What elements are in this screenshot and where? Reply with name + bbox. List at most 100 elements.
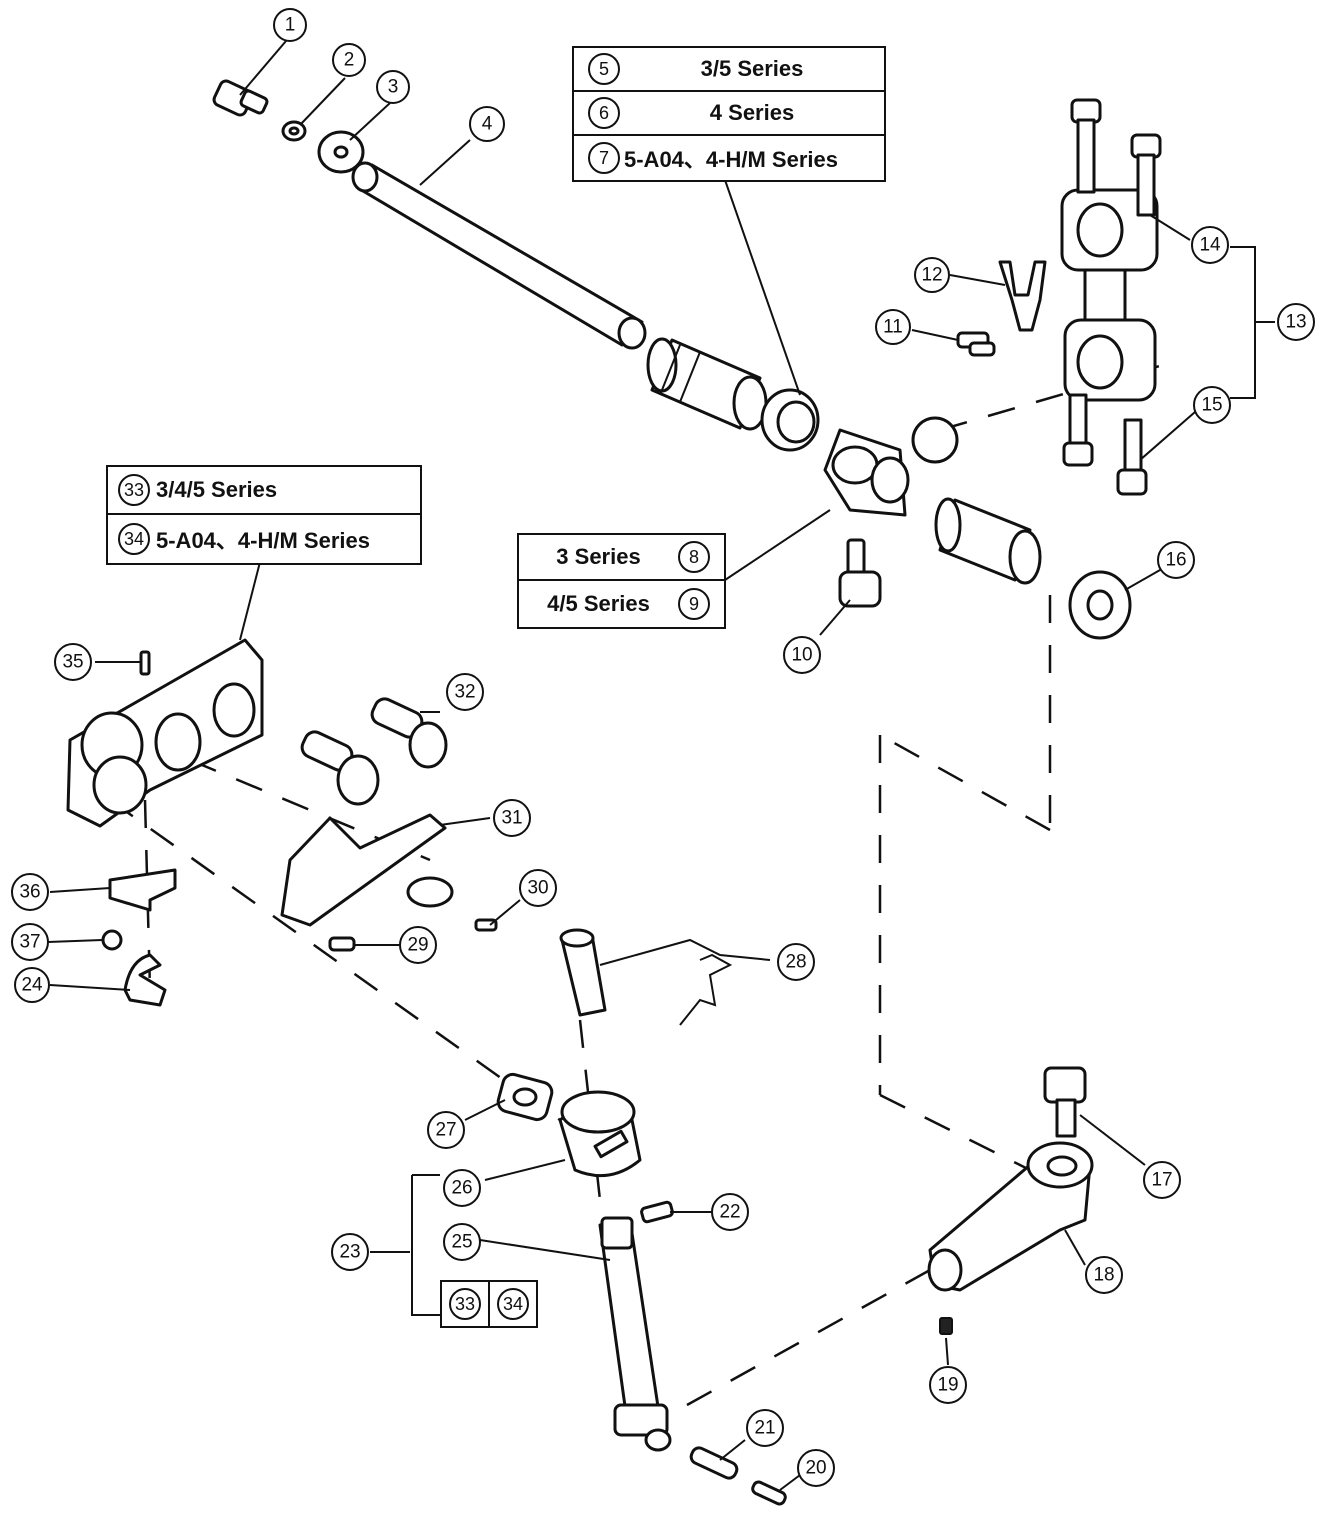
callout-37: 37 bbox=[11, 923, 49, 961]
table-row: 3 Series 8 bbox=[519, 535, 724, 581]
series-table-33-34: 33 3/4/5 Series 34 5-A04、4-H/M Series bbox=[106, 465, 422, 565]
table-row: 7 5-A04、4-H/M Series bbox=[574, 136, 884, 180]
callout-31: 31 bbox=[493, 799, 531, 837]
leader-lines bbox=[47, 40, 1275, 1491]
svg-text:27: 27 bbox=[435, 1120, 456, 1141]
series-table-8-9: 3 Series 8 4/5 Series 9 bbox=[517, 533, 726, 629]
svg-text:4: 4 bbox=[482, 114, 493, 135]
callout-11: 11 bbox=[875, 309, 911, 345]
svg-text:30: 30 bbox=[527, 878, 548, 899]
callout-19: 19 bbox=[929, 1366, 967, 1404]
svg-text:17: 17 bbox=[1151, 1170, 1172, 1191]
callout-15: 15 bbox=[1193, 386, 1231, 424]
washer-part-2 bbox=[281, 120, 307, 142]
callout-36: 36 bbox=[11, 873, 49, 911]
svg-text:25: 25 bbox=[451, 1232, 472, 1253]
screw-part-29 bbox=[328, 936, 356, 952]
rod-upper bbox=[559, 928, 607, 1017]
callout-13: 13 bbox=[1277, 303, 1315, 341]
svg-text:19: 19 bbox=[937, 1375, 958, 1396]
bolts-part-15 bbox=[1062, 393, 1148, 496]
spring-part-28 bbox=[679, 953, 733, 1026]
screw-part-10 bbox=[838, 538, 882, 608]
callout-18: 18 bbox=[1085, 1256, 1123, 1294]
bolt-part-1 bbox=[212, 79, 269, 117]
screw-part-22 bbox=[640, 1200, 674, 1224]
table-row: 5 3/5 Series bbox=[574, 48, 884, 92]
callout-4: 4 bbox=[469, 106, 505, 142]
callout-3: 3 bbox=[376, 70, 410, 104]
collar-part-26 bbox=[558, 1090, 642, 1178]
pin-part-21 bbox=[689, 1446, 739, 1480]
svg-text:15: 15 bbox=[1201, 395, 1222, 416]
svg-text:20: 20 bbox=[805, 1458, 826, 1479]
callout-30: 30 bbox=[519, 869, 557, 907]
callout-1: 1 bbox=[273, 8, 307, 42]
table-row: 33 3/4/5 Series bbox=[108, 467, 420, 515]
svg-text:21: 21 bbox=[754, 1418, 775, 1439]
svg-text:32: 32 bbox=[454, 682, 475, 703]
bolt-part-17 bbox=[1043, 1066, 1087, 1138]
callout-10: 10 bbox=[783, 636, 821, 674]
table-row: 34 5-A04、4-H/M Series bbox=[108, 515, 420, 563]
washer-part-27 bbox=[496, 1072, 554, 1122]
group-23-variant-box: 33 34 bbox=[440, 1280, 538, 1328]
callout-29: 29 bbox=[399, 926, 437, 964]
svg-text:12: 12 bbox=[921, 265, 942, 286]
callout-24: 24 bbox=[14, 967, 50, 1003]
svg-text:10: 10 bbox=[791, 645, 812, 666]
callout-25: 25 bbox=[443, 1223, 481, 1261]
screw-part-37 bbox=[101, 929, 123, 951]
pin-part-35 bbox=[139, 650, 151, 676]
svg-text:35: 35 bbox=[62, 652, 83, 673]
svg-text:36: 36 bbox=[19, 882, 40, 903]
svg-text:37: 37 bbox=[19, 932, 40, 953]
bolts-part-14 bbox=[1070, 98, 1162, 217]
callout-22: 22 bbox=[711, 1193, 749, 1231]
table-row: 4/5 Series 9 bbox=[519, 581, 724, 627]
fork-part-12 bbox=[998, 260, 1047, 332]
svg-text:26: 26 bbox=[451, 1178, 472, 1199]
callout-26: 26 bbox=[443, 1169, 481, 1207]
callout-17: 17 bbox=[1143, 1161, 1181, 1199]
table-row: 6 4 Series bbox=[574, 92, 884, 136]
set-screw-part-19 bbox=[939, 1317, 953, 1335]
callout-35: 35 bbox=[54, 643, 92, 681]
callout-16: 16 bbox=[1157, 541, 1195, 579]
svg-text:13: 13 bbox=[1285, 312, 1306, 333]
shaft-part-4 bbox=[351, 161, 647, 350]
coupling-sleeve bbox=[646, 337, 768, 431]
rod-part-25 bbox=[598, 1216, 672, 1452]
arm-part-18 bbox=[927, 1141, 1094, 1292]
bushing-part-5-6-7 bbox=[760, 388, 820, 452]
svg-text:24: 24 bbox=[21, 975, 43, 996]
svg-text:3: 3 bbox=[388, 77, 399, 98]
clip-part-24 bbox=[123, 953, 167, 1007]
svg-text:2: 2 bbox=[344, 50, 355, 71]
svg-text:16: 16 bbox=[1165, 550, 1186, 571]
svg-text:11: 11 bbox=[883, 317, 903, 338]
screw-part-11 bbox=[956, 331, 996, 357]
svg-text:14: 14 bbox=[1199, 235, 1221, 256]
washer-part-3 bbox=[317, 130, 365, 174]
block-part-33-34 bbox=[66, 638, 264, 828]
part-30 bbox=[406, 876, 498, 932]
callout-21: 21 bbox=[746, 1409, 784, 1447]
callout-28: 28 bbox=[777, 943, 815, 981]
screws-part-32 bbox=[300, 697, 448, 806]
callout-32: 32 bbox=[446, 673, 484, 711]
clamp-part-13 bbox=[1060, 188, 1159, 402]
svg-text:31: 31 bbox=[501, 808, 522, 829]
washer-part-16 bbox=[1068, 570, 1132, 640]
svg-text:22: 22 bbox=[719, 1202, 740, 1223]
svg-text:1: 1 bbox=[285, 15, 296, 36]
svg-text:18: 18 bbox=[1093, 1265, 1114, 1286]
callout-balloons: 1 2 3 4 10 11 12 13 14 15 16 17 18 19 20… bbox=[11, 8, 1315, 1487]
callout-27: 27 bbox=[427, 1111, 465, 1149]
pin-part-20 bbox=[751, 1480, 787, 1506]
svg-text:29: 29 bbox=[407, 935, 428, 956]
callout-12: 12 bbox=[914, 257, 950, 293]
callout-2: 2 bbox=[332, 43, 366, 77]
series-table-5-6-7: 5 3/5 Series 6 4 Series 7 5-A04、4-H/M Se… bbox=[572, 46, 886, 182]
